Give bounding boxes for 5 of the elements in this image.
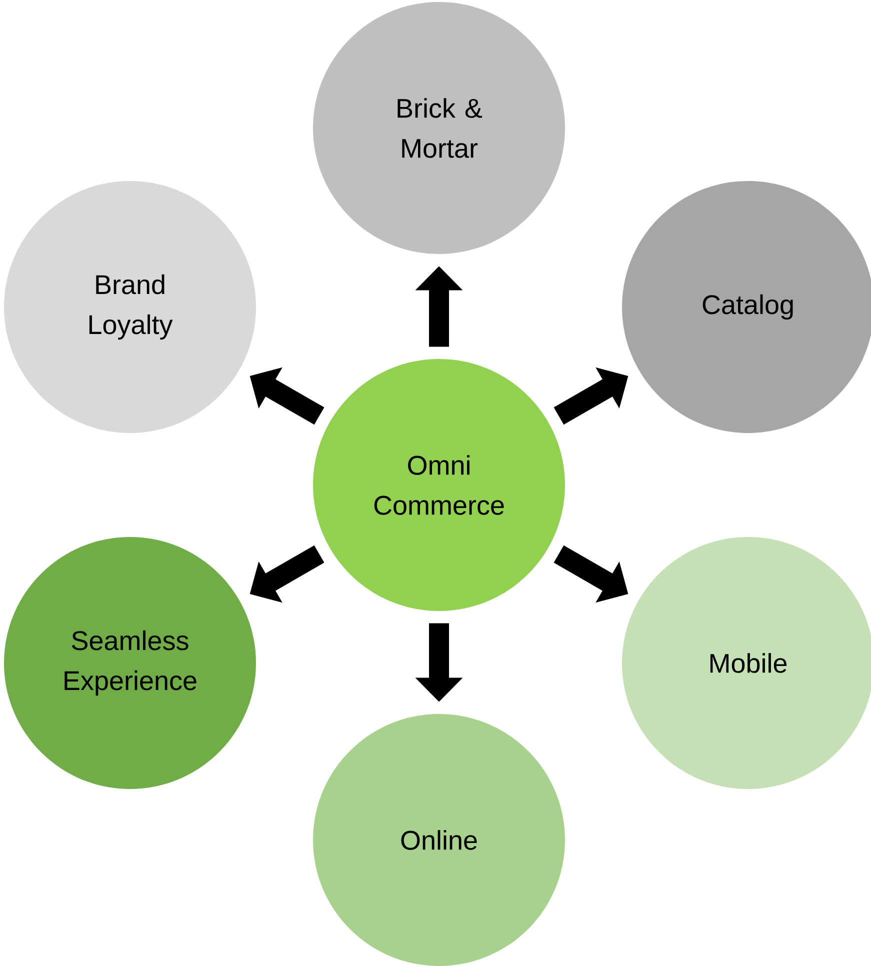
circle-node: Online	[313, 714, 565, 966]
circle-node: Omni Commerce	[313, 359, 565, 611]
circle-node: Brand Loyalty	[4, 181, 256, 433]
circle-node: Brick & Mortar	[313, 2, 565, 254]
circle-node: Seamless Experience	[4, 537, 256, 789]
